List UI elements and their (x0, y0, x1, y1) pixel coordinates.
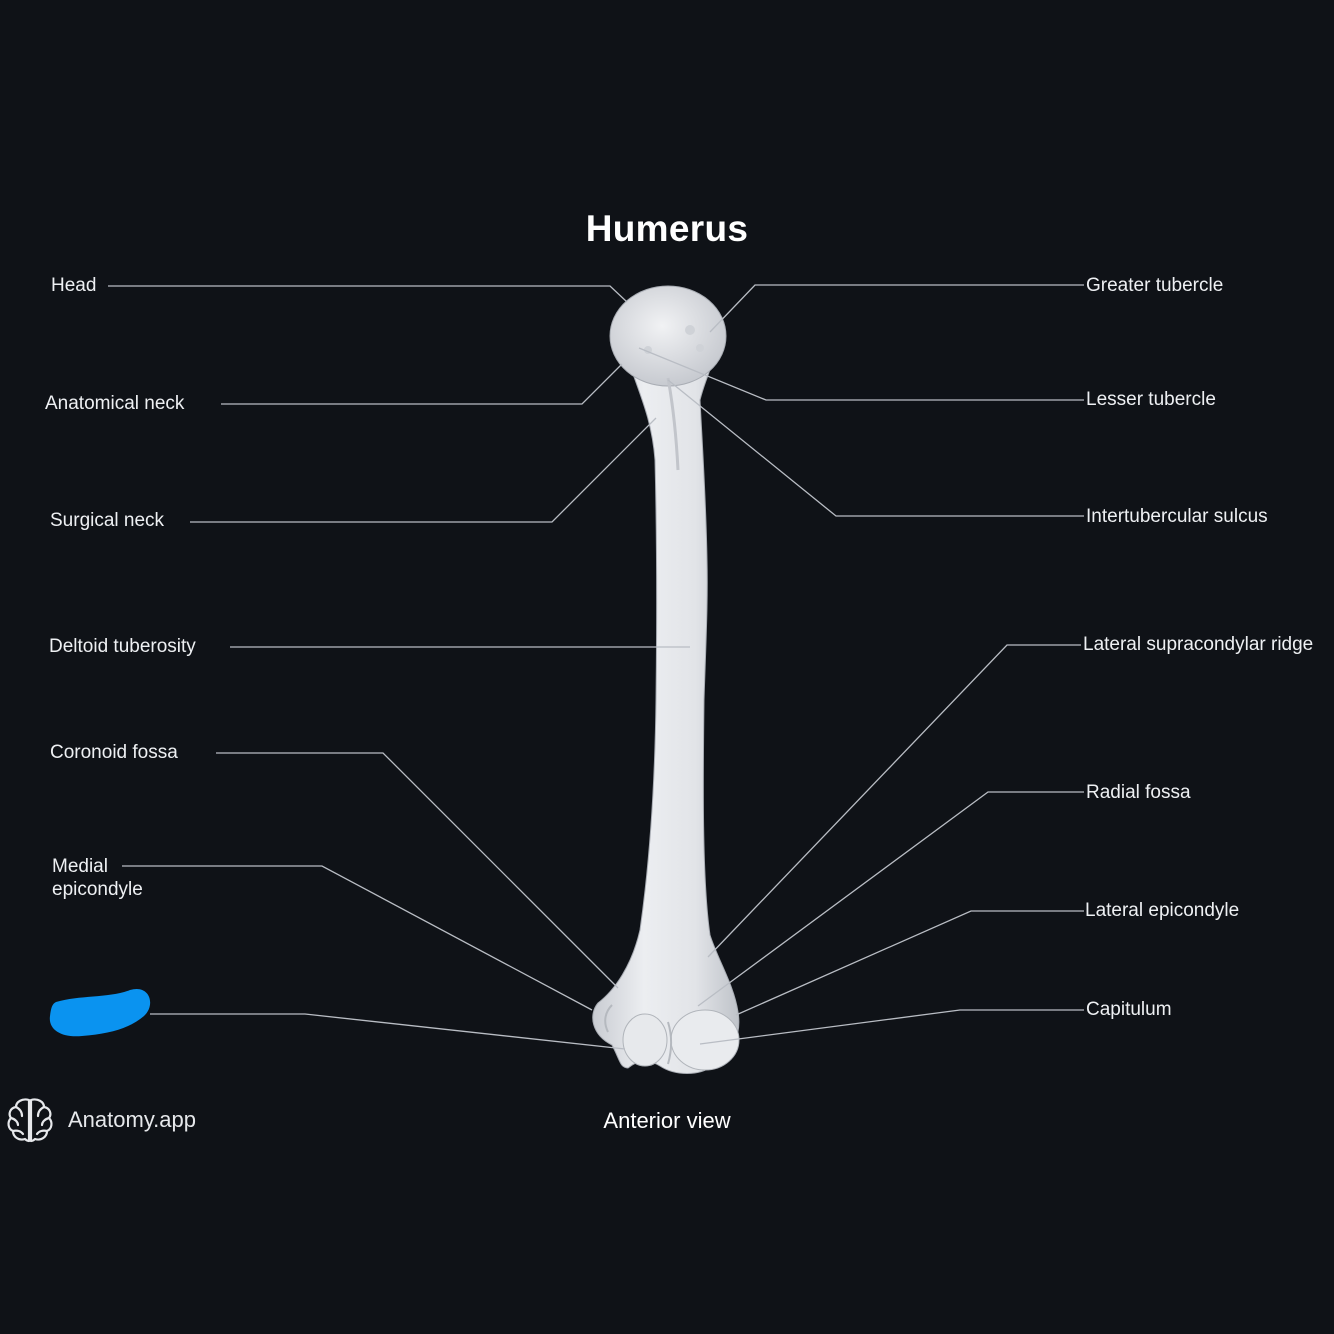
leader-line-medial-epicondyle (122, 866, 592, 1010)
leader-line-anatomical-neck (221, 364, 622, 404)
view-caption: Anterior view (0, 1108, 1334, 1134)
label-coronoid-fossa: Coronoid fossa (50, 741, 178, 764)
leader-line-head (108, 286, 627, 302)
leader-line-capitulum (700, 1010, 1084, 1044)
label-anatomical-neck: Anatomical neck (45, 392, 184, 415)
brand-name: Anatomy.app (68, 1107, 196, 1133)
label-capitulum: Capitulum (1086, 998, 1172, 1021)
brain-icon (4, 1096, 56, 1144)
leader-lines (108, 285, 1084, 1049)
leader-line-lateral-supracondylar-ridge (708, 645, 1081, 957)
label-surgical-neck: Surgical neck (50, 509, 164, 532)
leader-line-lateral-epicondyle (736, 911, 1084, 1015)
label-lateral-supracondylar-ridge: Lateral supracondylar ridge (1083, 633, 1323, 656)
diagram-title: Humerus (0, 208, 1334, 250)
humerus-bone (593, 286, 739, 1074)
label-lesser-tubercle: Lesser tubercle (1086, 388, 1216, 411)
leader-line-surgical-neck (190, 418, 656, 522)
label-medial-epicondyle: Medial epicondyle (52, 855, 170, 901)
leader-line-radial-fossa (698, 792, 1084, 1006)
label-head: Head (51, 274, 96, 297)
leader-line-redacted-trochlea (150, 1014, 625, 1049)
trochlea (623, 1014, 667, 1066)
humerus-head (610, 286, 726, 386)
label-greater-tubercle: Greater tubercle (1086, 274, 1223, 297)
leader-line-coronoid-fossa (216, 753, 618, 988)
label-radial-fossa: Radial fossa (1086, 781, 1191, 804)
humerus-shaft (593, 360, 739, 1074)
brand-logo: Anatomy.app (4, 1096, 196, 1144)
label-deltoid-tuberosity: Deltoid tuberosity (49, 635, 196, 658)
label-lateral-epicondyle: Lateral epicondyle (1085, 899, 1239, 922)
redaction-marker (50, 989, 150, 1036)
leader-line-greater-tubercle (710, 285, 1084, 332)
label-intertubercular-sulcus: Intertubercular sulcus (1086, 505, 1268, 528)
